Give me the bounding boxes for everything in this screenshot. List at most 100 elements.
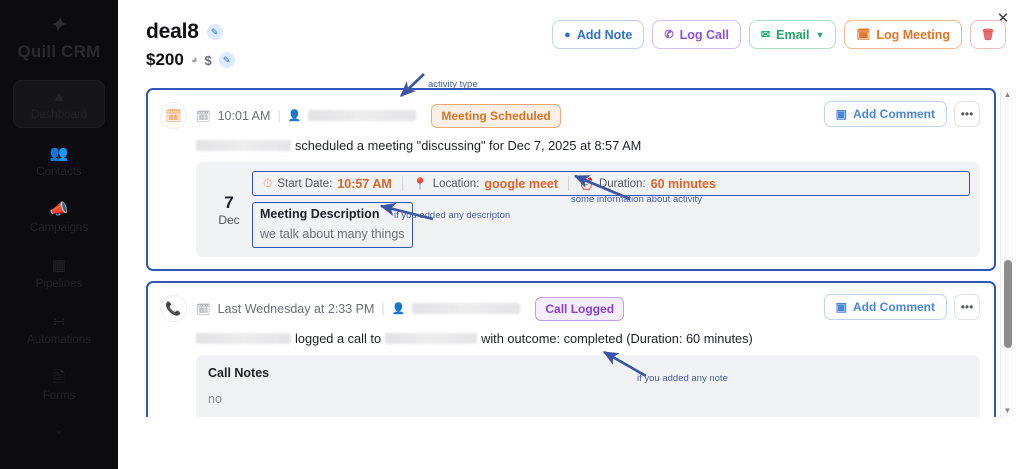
- meeting-description-box: Meeting Description we talk about many t…: [252, 202, 413, 248]
- activity-meta: 🗓 Last Wednesday at 2:33 PM | 👤: [196, 301, 521, 316]
- call-summary-suffix: with outcome: completed (Duration: 60 mi…: [481, 331, 753, 346]
- pin-icon: 📍: [412, 176, 428, 191]
- redacted-contact-name: [385, 333, 478, 344]
- sidebar-item-dashboard[interactable]: ▲ Dashboard: [13, 80, 105, 128]
- scrollbar-thumb[interactable]: [1003, 260, 1012, 348]
- date-day: 7: [224, 192, 234, 212]
- edit-amount-pencil-icon[interactable]: ✎: [218, 52, 235, 68]
- activity-time: Last Wednesday at 2:33 PM: [217, 301, 375, 316]
- call-notes-box: Call Notes no: [196, 355, 980, 417]
- activity-meta: 🗓 10:01 AM | 👤: [196, 109, 417, 123]
- comment-icon: ▣: [835, 300, 847, 314]
- sidebar-item-label: Automations: [27, 334, 91, 346]
- email-button[interactable]: ✉ Email ▼: [748, 20, 837, 49]
- more-options-icon[interactable]: •••: [954, 101, 980, 127]
- meeting-description-text: we talk about many things: [260, 227, 405, 241]
- duration-value: 60 minutes: [650, 176, 716, 191]
- sidebar-item-contacts[interactable]: 👥 Contacts: [13, 138, 105, 184]
- deal-detail-modal: ✕ deal8 ✎ $200 ◕ $ ✎ ● Add Note ✆ Log Ca…: [118, 0, 1024, 469]
- header-actions: ● Add Note ✆ Log Call ✉ Email ▼ 🗓 Log Me…: [552, 20, 1006, 49]
- calendar-icon: 🗓: [856, 29, 871, 41]
- feather-logo-icon: ✦: [47, 12, 71, 37]
- log-call-button[interactable]: ✆ Log Call: [652, 20, 741, 49]
- sidebar-item-label: Dashboard: [30, 109, 88, 121]
- add-comment-button[interactable]: ▣ Add Comment: [823, 294, 947, 320]
- call-summary-prefix: logged a call to: [295, 331, 382, 346]
- pipeline-icon: ▦: [51, 257, 67, 274]
- start-date-label: Start Date:: [277, 177, 333, 190]
- edit-title-pencil-icon[interactable]: ✎: [206, 24, 223, 40]
- location-value: google meet: [484, 176, 559, 191]
- chevron-down-icon: ▼: [815, 29, 825, 40]
- activity-header: 📞 🗓 Last Wednesday at 2:33 PM | 👤 Call L…: [160, 294, 980, 322]
- redacted-user-name: [196, 140, 291, 151]
- date-month: Dec: [218, 213, 240, 228]
- scroll-down-icon[interactable]: ▼: [1003, 406, 1012, 415]
- divider: [568, 176, 570, 191]
- meeting-detail-main: ⏱ Start Date: 10:57 AM 📍 Location: googl…: [252, 171, 970, 248]
- duration-label: Duration:: [598, 177, 646, 190]
- redacted-user-name: [196, 333, 291, 344]
- redacted-user-name: [308, 110, 417, 121]
- activity-summary: logged a call to with outcome: completed…: [196, 331, 980, 346]
- start-date-value: 10:57 AM: [337, 176, 392, 191]
- sidebar-item-label: Contacts: [36, 166, 82, 178]
- feed-scrollbar[interactable]: ▲ ▼: [1000, 88, 1013, 417]
- more-options-icon[interactable]: •••: [954, 294, 980, 320]
- contacts-icon: 👥: [49, 145, 69, 162]
- date-badge: 7 Dec: [206, 171, 252, 248]
- deal-amount: $200: [146, 50, 184, 69]
- sidebar-collapse-caret-icon[interactable]: ⌄: [53, 422, 65, 436]
- activity-feed: 🗓 🗓 10:01 AM | 👤 Meeting Scheduled ▣ Add…: [146, 88, 1014, 417]
- activity-header: 🗓 🗓 10:01 AM | 👤 Meeting Scheduled ▣ Add…: [160, 101, 980, 129]
- status-badge: Call Logged: [535, 296, 625, 321]
- trash-icon: 🗑: [981, 29, 995, 41]
- sidebar-item-label: Campaigns: [29, 222, 89, 234]
- home-icon: ▲: [51, 88, 67, 105]
- brand-name: Quill CRM: [17, 42, 101, 61]
- sidebar-item-automations[interactable]: ∺ Automations: [13, 306, 105, 352]
- currency-symbol: $: [204, 52, 212, 68]
- scroll-up-icon[interactable]: ▲: [1003, 90, 1012, 99]
- calendar-icon: 🗓: [196, 303, 211, 316]
- meeting-description-title: Meeting Description: [260, 207, 380, 221]
- forms-icon: 🖹: [52, 369, 66, 386]
- meeting-detail-box: 7 Dec ⏱ Start Date: 10:57 AM: [196, 162, 980, 257]
- envelope-icon: ✉: [760, 29, 771, 41]
- person-icon: 👤: [391, 303, 406, 315]
- add-note-button[interactable]: ● Add Note: [552, 20, 645, 49]
- sidebar-item-label: Forms: [42, 390, 76, 402]
- add-comment-button[interactable]: ▣ Add Comment: [823, 101, 947, 127]
- clock-icon: ⏱: [263, 176, 273, 190]
- add-comment-label: Add Comment: [853, 107, 935, 121]
- phone-icon: 📞: [160, 295, 187, 322]
- meeting-location: 📍 Location: google meet: [403, 177, 568, 191]
- sidebar: ✦ Quill CRM ▲ Dashboard 👥 Contacts 📣 Cam…: [0, 0, 118, 469]
- email-label: Email: [776, 27, 810, 42]
- log-meeting-button[interactable]: 🗓 Log Meeting: [844, 20, 962, 49]
- status-badge: Meeting Scheduled: [431, 103, 561, 128]
- comment-icon: ▣: [835, 107, 847, 121]
- megaphone-icon: 📣: [49, 201, 69, 218]
- meeting-duration: ⏰ Duration: 60 minutes: [569, 177, 726, 191]
- sidebar-item-campaigns[interactable]: 📣 Campaigns: [13, 194, 105, 240]
- activity-summary-text: scheduled a meeting "discussing" for Dec…: [295, 138, 642, 153]
- sidebar-item-pipelines[interactable]: ▦ Pipelines: [13, 250, 105, 296]
- divider: [401, 176, 403, 191]
- location-label: Location:: [432, 177, 480, 190]
- delete-button[interactable]: 🗑: [970, 20, 1006, 49]
- calendar-icon: 🗓: [196, 110, 211, 123]
- log-call-label: Log Call: [679, 27, 729, 42]
- activity-card-meeting[interactable]: 🗓 🗓 10:01 AM | 👤 Meeting Scheduled ▣ Add…: [146, 88, 996, 271]
- sidebar-item-forms[interactable]: 🖹 Forms: [13, 362, 105, 408]
- add-comment-label: Add Comment: [853, 300, 935, 314]
- money-icon: ◕: [190, 54, 198, 66]
- redacted-user-name: [412, 303, 521, 314]
- deal-amount-row: $200 ◕ $ ✎: [146, 50, 1000, 70]
- automations-icon: ∺: [52, 313, 66, 330]
- activity-card-call[interactable]: 📞 🗓 Last Wednesday at 2:33 PM | 👤 Call L…: [146, 281, 996, 417]
- sidebar-item-label: Pipelines: [35, 278, 83, 290]
- meeting-info-row: ⏱ Start Date: 10:57 AM 📍 Location: googl…: [252, 171, 970, 196]
- deal-title: deal8: [146, 20, 199, 43]
- activity-summary: scheduled a meeting "discussing" for Dec…: [196, 138, 980, 153]
